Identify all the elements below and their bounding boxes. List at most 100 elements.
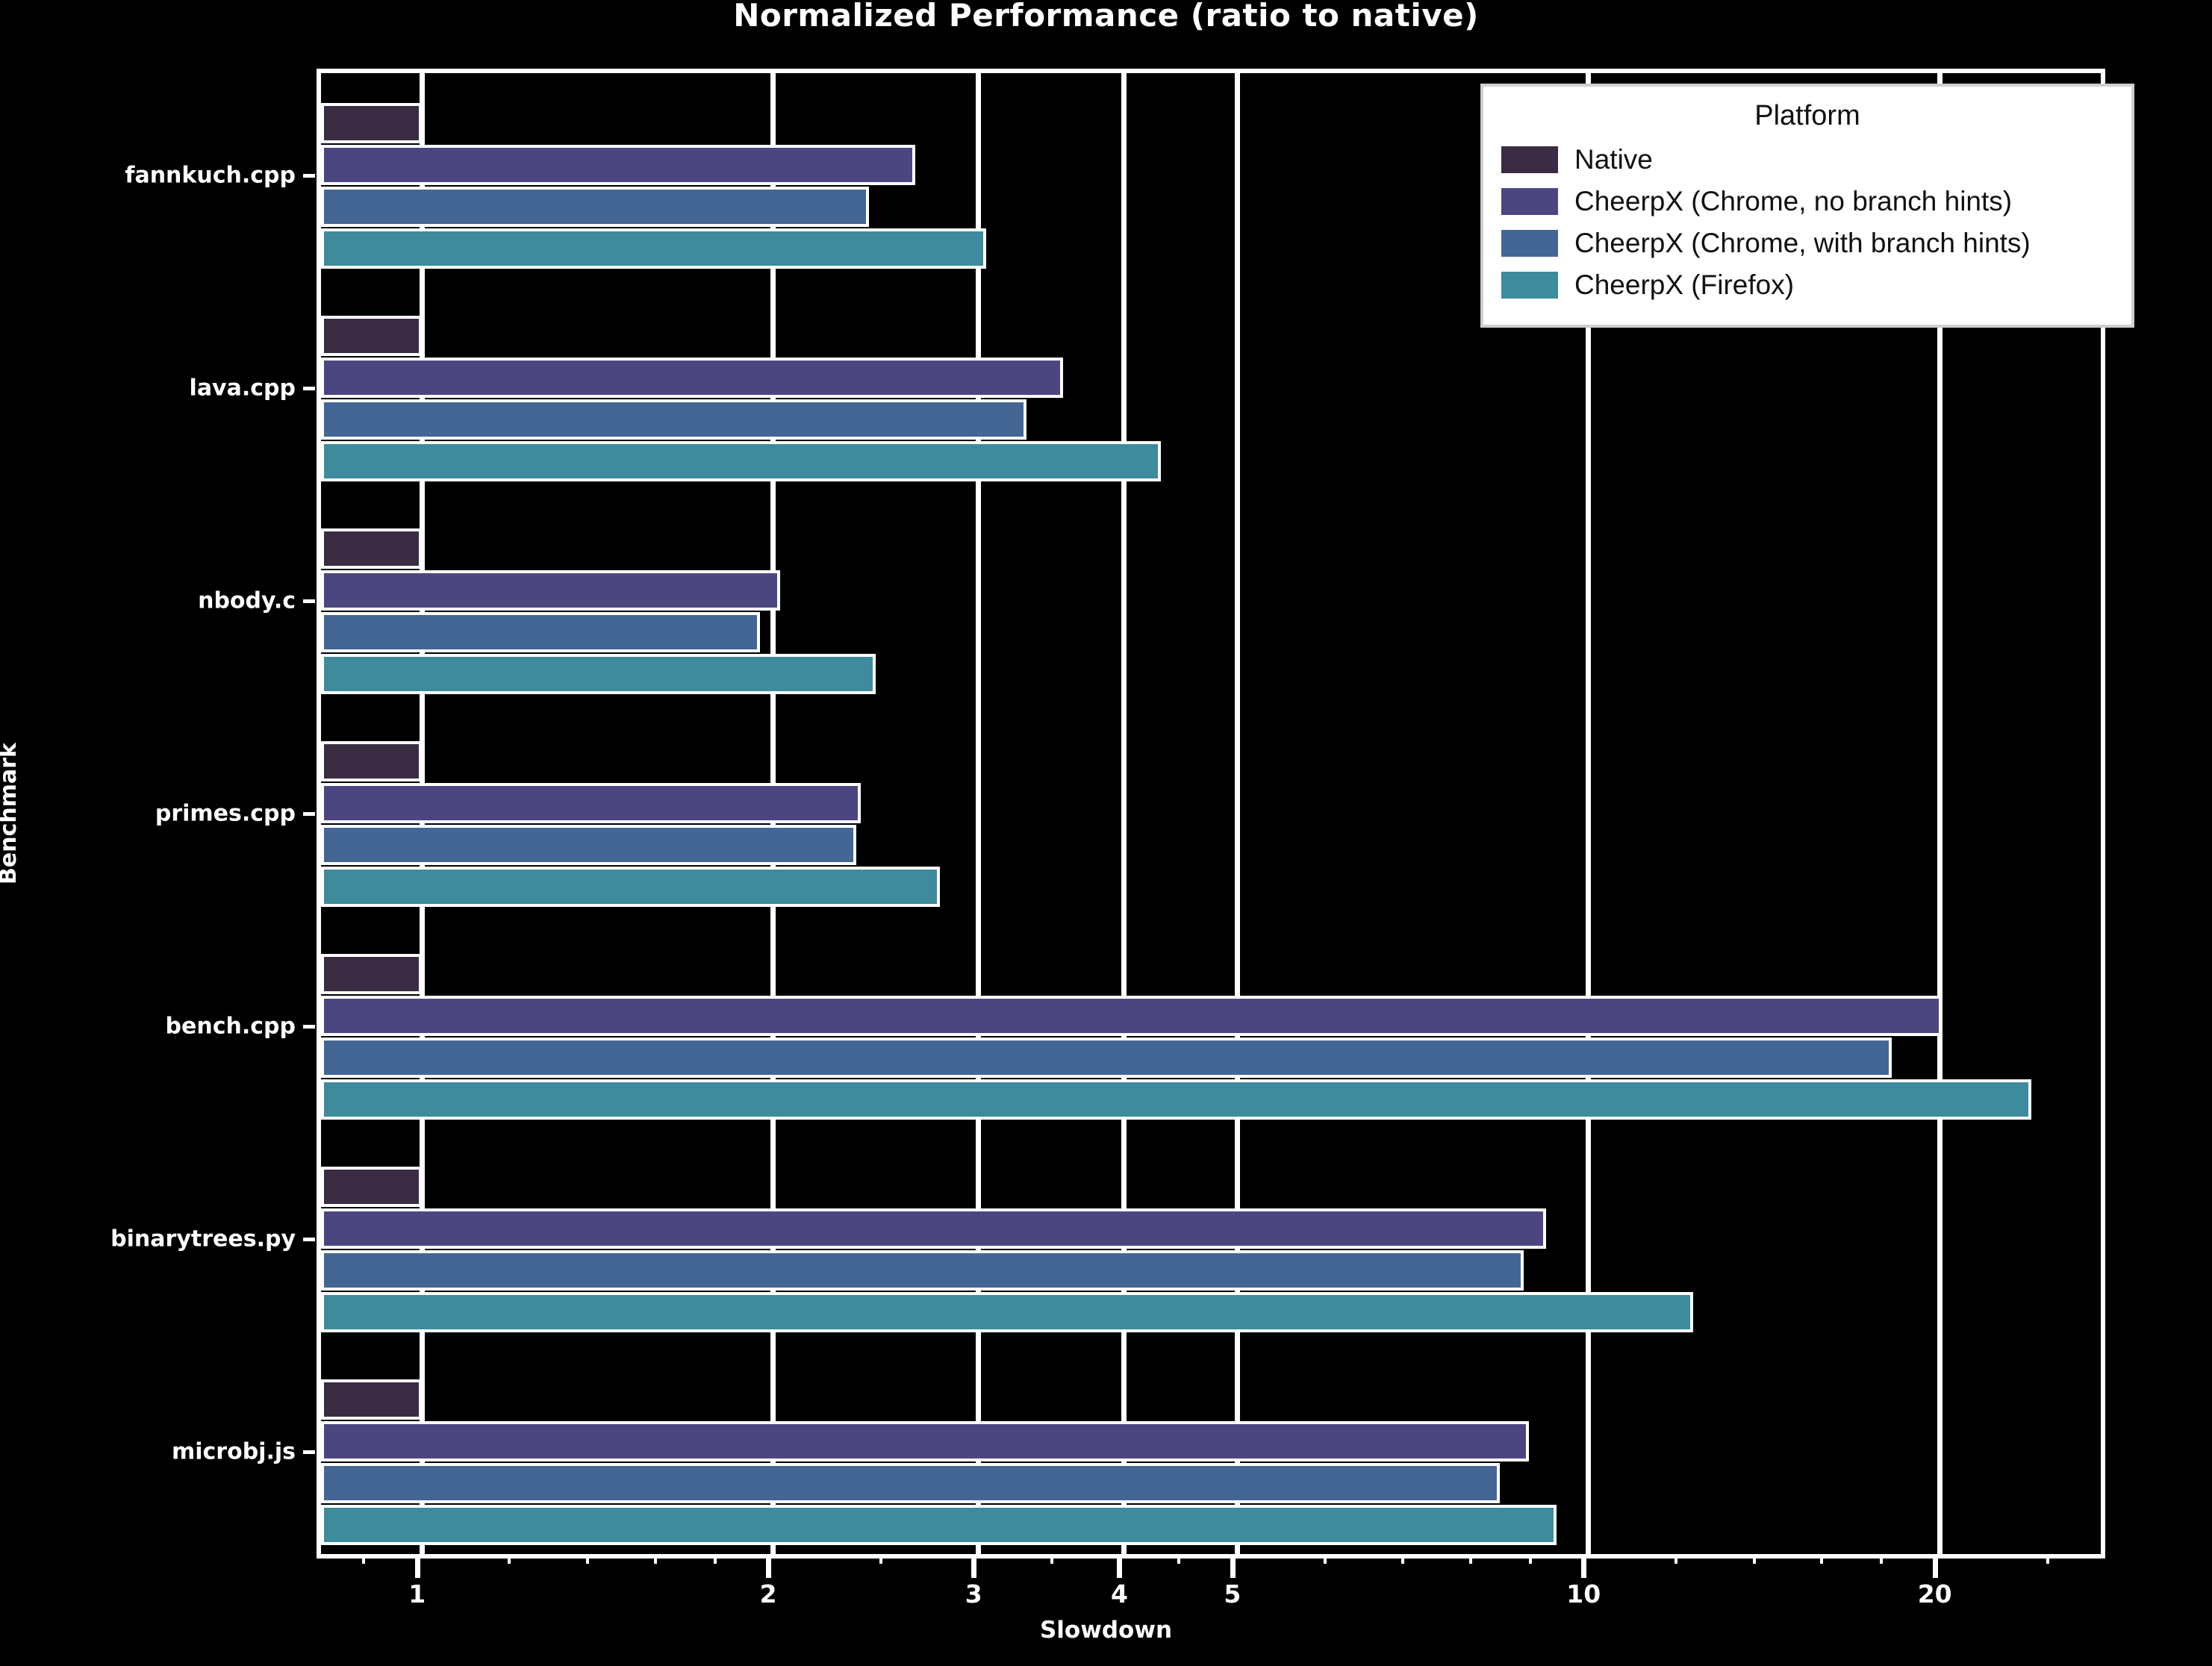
- bar: [321, 357, 1064, 398]
- x-tick-mark-2: [766, 1559, 772, 1578]
- gridline-x-10: [1586, 73, 1592, 1554]
- bar-group-binarytrees.py: [321, 1167, 2110, 1333]
- x-tick-mark-1: [414, 1559, 420, 1578]
- x-tick-minor: [1820, 1554, 1824, 1564]
- x-tick-minor: [586, 1554, 589, 1564]
- bar: [321, 1167, 422, 1208]
- x-tick-minor: [508, 1554, 511, 1564]
- x-tick-minor: [1050, 1554, 1053, 1564]
- x-tick-minor: [1323, 1554, 1327, 1564]
- x-tick-mark-3: [971, 1559, 977, 1578]
- bar: [321, 1505, 1557, 1546]
- bar-group-bench.cpp: [321, 954, 2110, 1120]
- y-tick-label-binarytrees.py: binarytrees.py: [110, 1226, 296, 1252]
- x-tick-minor: [1528, 1554, 1532, 1564]
- legend-swatch-icon: [1501, 188, 1558, 215]
- y-tick-mark: [303, 1238, 315, 1242]
- x-tick-mark-5: [1230, 1559, 1236, 1578]
- legend-swatch-icon: [1501, 146, 1558, 173]
- x-tick-minor: [362, 1554, 366, 1564]
- bar: [321, 825, 857, 865]
- bar: [321, 1208, 1546, 1250]
- bar: [321, 102, 422, 143]
- x-tick-minor: [1468, 1554, 1472, 1564]
- x-axis-label: Slowdown: [1039, 1617, 1173, 1644]
- y-tick-label-primes.cpp: primes.cpp: [155, 800, 296, 827]
- x-tick-label-4: 4: [1110, 1579, 1128, 1609]
- bar: [321, 1250, 1524, 1291]
- bar-group-nbody.c: [321, 528, 2110, 694]
- x-tick-mark-10: [1581, 1559, 1587, 1578]
- legend-label: CheerpX (Chrome, with branch hints): [1574, 228, 2031, 258]
- y-tick-label-lava.cpp: lava.cpp: [189, 375, 296, 402]
- bar: [321, 144, 916, 185]
- x-tick-minor: [653, 1554, 657, 1564]
- gridline-x-5: [1234, 73, 1240, 1554]
- y-tick-label-bench.cpp: bench.cpp: [165, 1013, 296, 1040]
- bar: [321, 954, 422, 995]
- legend-item-cheerpx-chrome-no-branch-hints[interactable]: CheerpX (Chrome, no branch hints): [1501, 186, 2113, 217]
- bar: [321, 1463, 1500, 1504]
- bar: [321, 228, 987, 269]
- legend-label: Native: [1574, 144, 1653, 175]
- x-tick-minor: [1880, 1554, 1884, 1564]
- y-tick-mark: [303, 1025, 315, 1029]
- legend-item-cheerpx-firefox[interactable]: CheerpX (Firefox): [1501, 269, 2113, 301]
- y-tick-label-nbody.c: nbody.c: [198, 587, 296, 614]
- y-tick-mark: [303, 599, 315, 603]
- x-tick-minor: [2046, 1554, 2050, 1564]
- bar-group-lava.cpp: [321, 315, 2110, 481]
- y-tick-mark: [303, 173, 315, 178]
- y-tick-label-microbj.js: microbj.js: [171, 1438, 296, 1465]
- legend-item-cheerpx-chrome-with-branch-hints[interactable]: CheerpX (Chrome, with branch hints): [1501, 228, 2113, 259]
- bar: [321, 653, 876, 694]
- gridline-x-3: [976, 73, 982, 1554]
- bar: [321, 528, 422, 569]
- chart-title: Normalized Performance (ratio to native): [733, 0, 1479, 34]
- bar-group-microbj.js: [321, 1379, 2110, 1546]
- legend-label: CheerpX (Chrome, no branch hints): [1574, 186, 2013, 216]
- x-tick-minor: [879, 1554, 883, 1564]
- bar: [321, 1038, 1892, 1079]
- bar: [321, 783, 862, 823]
- legend-swatch-icon: [1501, 272, 1558, 299]
- bar: [321, 1421, 1530, 1462]
- bar: [321, 440, 1161, 481]
- bar: [321, 867, 940, 907]
- bar: [321, 996, 1942, 1037]
- y-tick-label-fannkuch.cpp: fannkuch.cpp: [125, 162, 296, 189]
- y-tick-mark: [303, 1450, 315, 1455]
- bar: [321, 1379, 422, 1420]
- x-tick-label-10: 10: [1566, 1579, 1601, 1609]
- plot-area: [317, 69, 2105, 1559]
- x-tick-minor: [1177, 1554, 1181, 1564]
- x-tick-label-1: 1: [408, 1579, 426, 1609]
- bar: [321, 1079, 2032, 1120]
- bar: [321, 315, 422, 356]
- x-tick-label-20: 20: [1917, 1579, 1952, 1609]
- x-tick-minor: [713, 1554, 717, 1564]
- x-tick-label-3: 3: [965, 1579, 982, 1609]
- legend-item-native[interactable]: Native: [1501, 144, 2113, 175]
- legend-label: CheerpX (Firefox): [1574, 269, 1795, 300]
- gridline-x-20: [1937, 73, 1942, 1554]
- bar: [321, 399, 1026, 440]
- x-tick-mark-4: [1117, 1559, 1123, 1578]
- x-tick-minor: [1752, 1554, 1756, 1564]
- x-tick-label-5: 5: [1224, 1579, 1241, 1609]
- bar: [321, 570, 781, 611]
- y-axis-label: Benchmark: [0, 743, 22, 885]
- legend-title: Platform: [1754, 100, 1860, 131]
- bar-group-primes.cpp: [321, 741, 2110, 907]
- x-tick-minor: [1674, 1554, 1677, 1564]
- legend-swatch-icon: [1501, 230, 1558, 257]
- bar: [321, 611, 760, 652]
- x-tick-label-2: 2: [759, 1579, 777, 1609]
- bar: [321, 186, 870, 227]
- y-tick-mark: [303, 386, 315, 390]
- gridline-x-4: [1121, 73, 1127, 1554]
- x-tick-minor: [1401, 1554, 1405, 1564]
